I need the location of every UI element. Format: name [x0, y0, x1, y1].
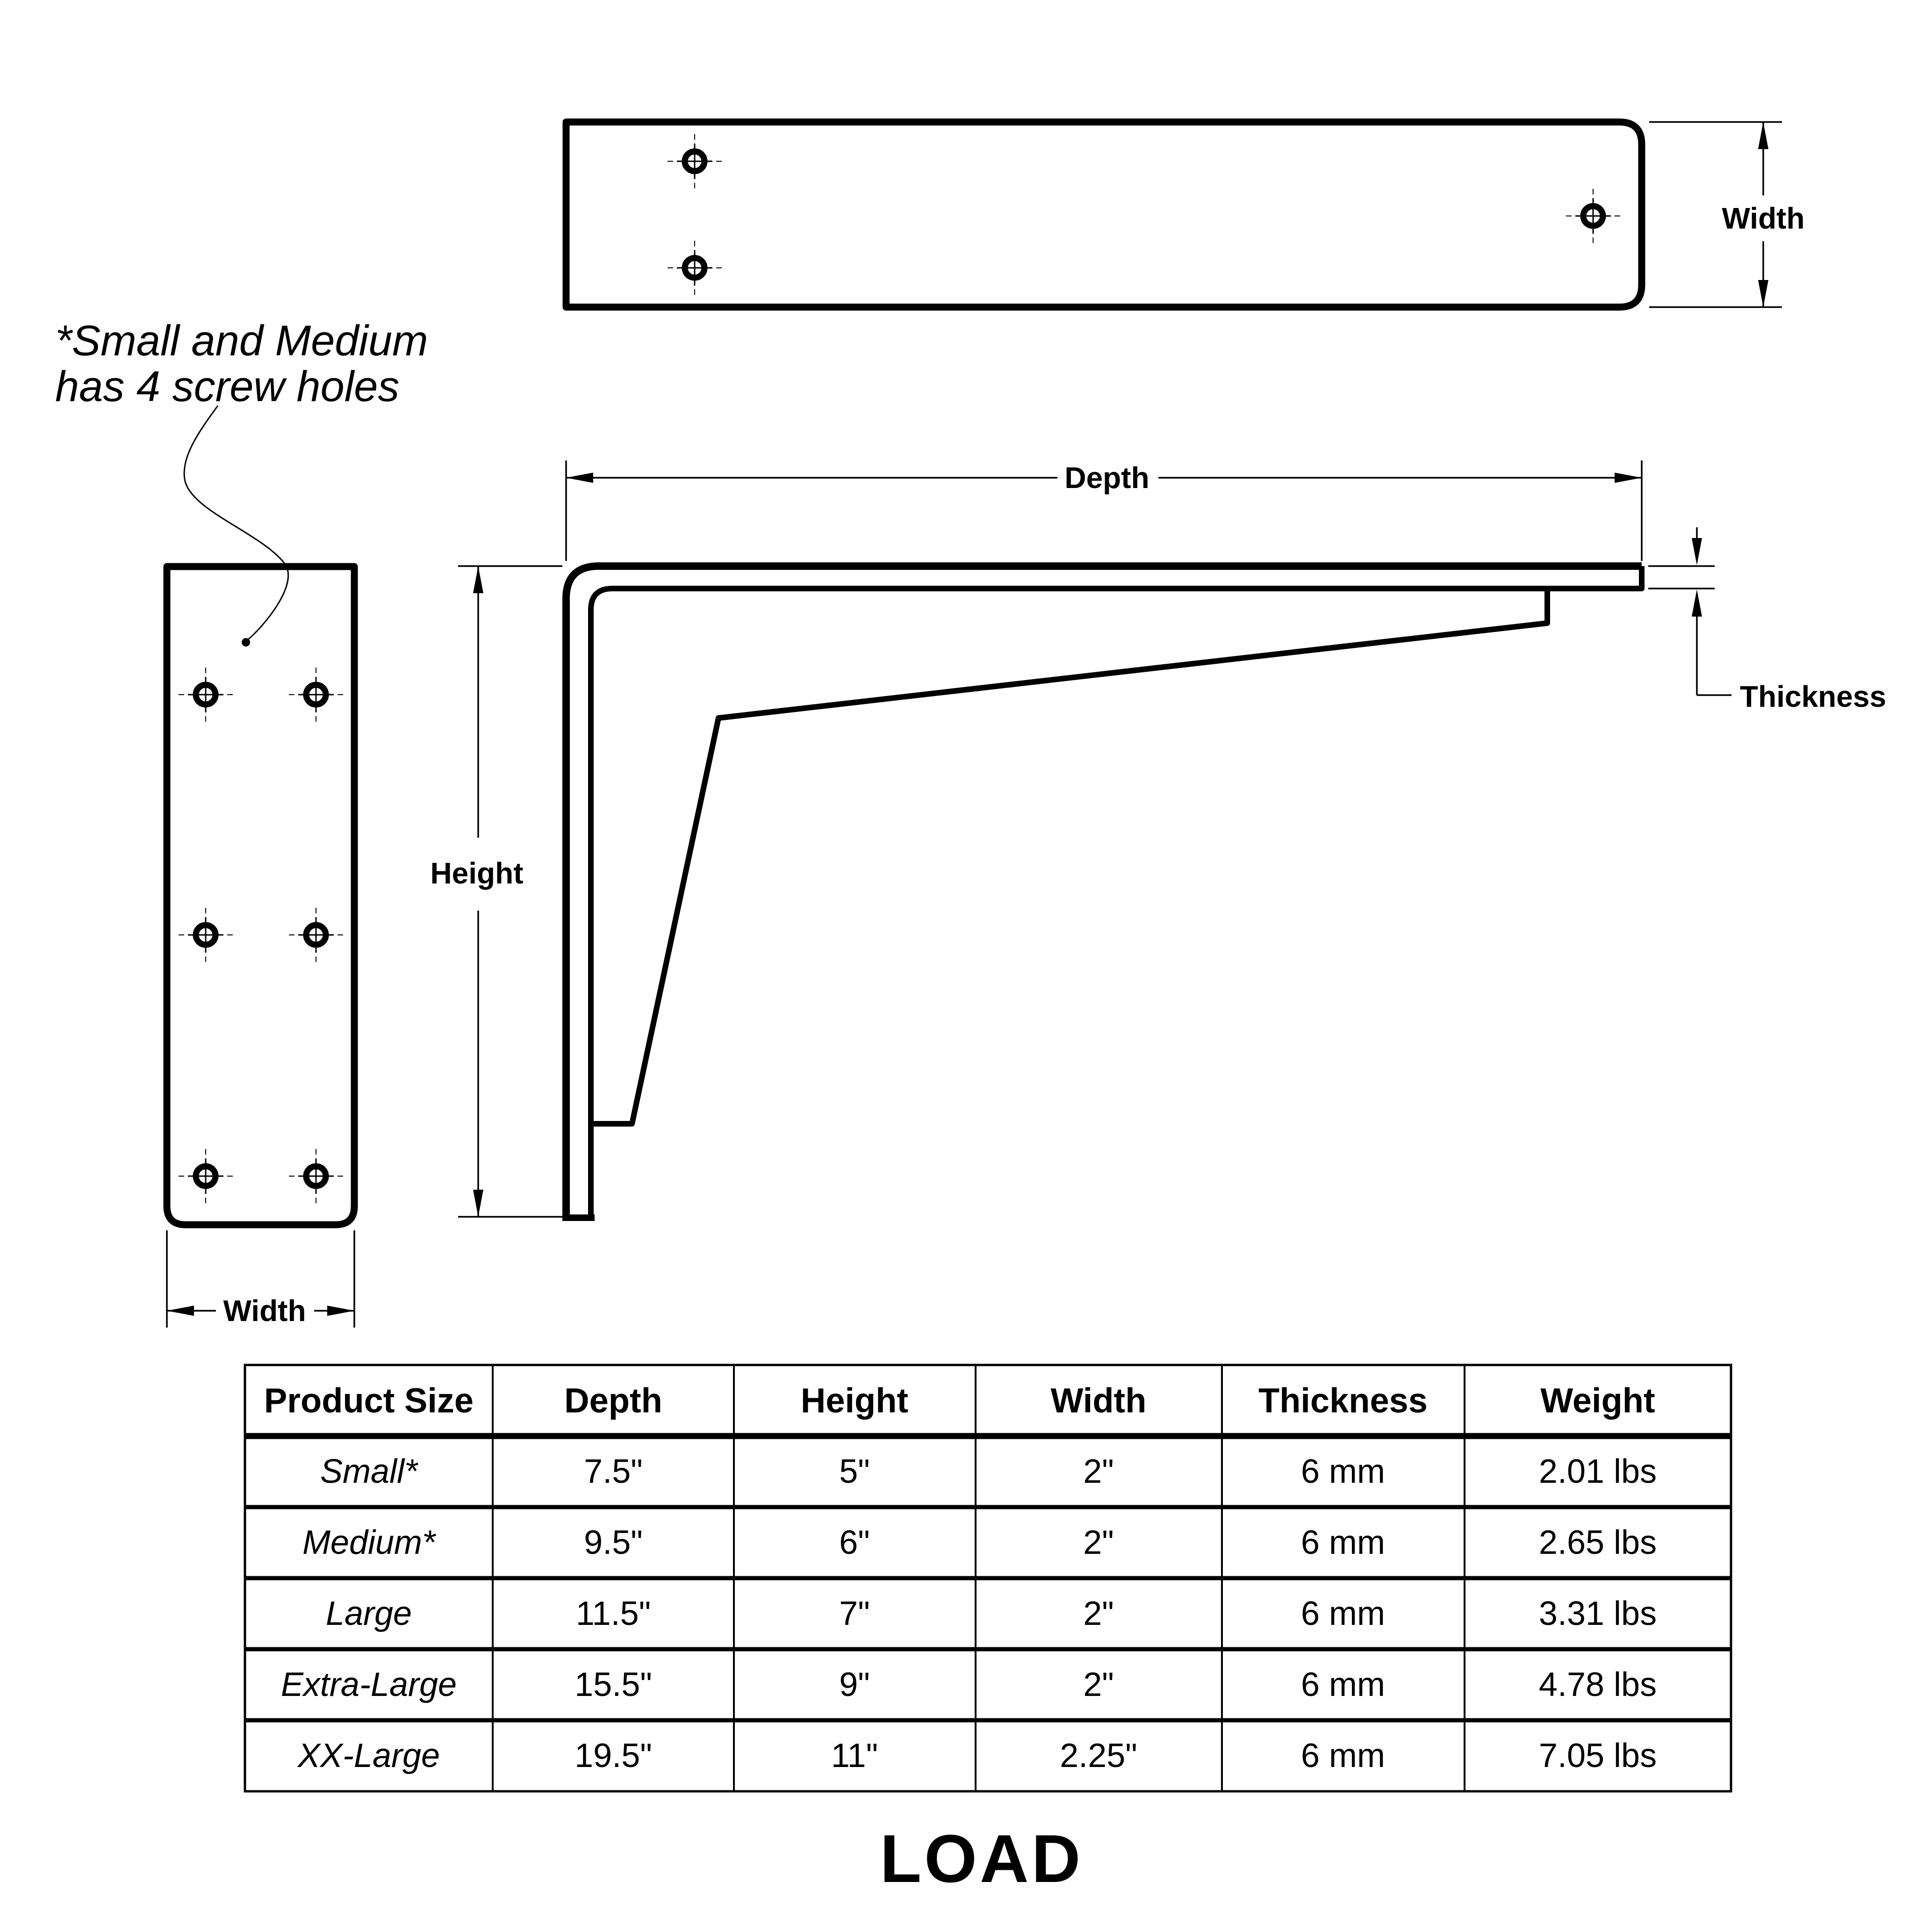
table-row: Medium* 9.5" 6" 2" 6 mm 2.65 lbs	[302, 1524, 1657, 1561]
plate-width-label: Width	[223, 1294, 306, 1328]
table-cell: 3.31 lbs	[1539, 1595, 1657, 1632]
table-cell: 6"	[839, 1524, 870, 1561]
table-row: Small* 7.5" 5" 2" 6 mm 2.01 lbs	[320, 1453, 1657, 1490]
note-line-2: has 4 screw holes	[55, 363, 399, 410]
thickness-label: Thickness	[1740, 680, 1886, 713]
table-header-cell: Weight	[1540, 1381, 1655, 1420]
table-cell-size: XX-Large	[297, 1737, 440, 1774]
table-cell: 7.05 lbs	[1539, 1737, 1657, 1774]
profile-side-view: Depth Height Thickness	[430, 460, 1886, 1221]
load-title: LOAD	[880, 1821, 1084, 1896]
table-cell: 15.5"	[575, 1666, 652, 1703]
note-line-1: *Small and Medium	[55, 317, 428, 365]
plate-outline	[163, 563, 358, 1228]
table-cell: 2.65 lbs	[1539, 1524, 1657, 1561]
spec-table: Product Size Depth Height Width Thicknes…	[244, 1364, 1732, 1793]
table-cell: 2"	[1083, 1666, 1114, 1703]
screw-hole	[1566, 189, 1620, 243]
table-cell: 9.5"	[584, 1524, 643, 1561]
table-cell: 6 mm	[1301, 1453, 1385, 1490]
screw-hole	[179, 1149, 233, 1203]
screw-hole-note: *Small and Medium has 4 screw holes	[55, 317, 428, 646]
table-cell: 2.01 lbs	[1539, 1453, 1657, 1490]
table-cell-size: Small*	[320, 1453, 418, 1490]
table-cell: 7.5"	[584, 1453, 643, 1490]
depth-dimension: Depth	[565, 460, 1643, 561]
table-cell: 11.5"	[576, 1595, 651, 1632]
table-cell: 6 mm	[1301, 1524, 1385, 1561]
table-cell-size: Medium*	[302, 1524, 436, 1561]
table-header-cell: Product Size	[264, 1381, 474, 1420]
plate-width-dimension: Width	[166, 1230, 355, 1328]
table-cell: 19.5"	[575, 1737, 652, 1774]
table-header-cell: Thickness	[1258, 1381, 1428, 1420]
table-cell: 2.25"	[1060, 1737, 1137, 1774]
table-cell: 2"	[1083, 1524, 1114, 1561]
table-cell: 6 mm	[1301, 1737, 1385, 1774]
table-cell: 9"	[839, 1666, 870, 1703]
height-label: Height	[430, 856, 523, 890]
screw-hole	[668, 241, 722, 295]
table-cell-size: Large	[326, 1595, 412, 1632]
table-cell: 6 mm	[1301, 1666, 1385, 1703]
screw-hole	[668, 134, 722, 188]
table-cell: 2"	[1083, 1453, 1114, 1490]
table-cell: 2"	[1083, 1595, 1114, 1632]
screw-hole	[179, 908, 233, 962]
top-view-width-dimension: Width	[1649, 121, 1805, 308]
table-cell: 6 mm	[1301, 1595, 1385, 1632]
table-header-cell: Height	[801, 1381, 908, 1420]
top-view-width-label: Width	[1722, 201, 1804, 235]
table-header-row: Product Size Depth Height Width Thicknes…	[264, 1381, 1655, 1420]
top-view: Width	[562, 118, 1805, 311]
table-cell: 5"	[839, 1453, 870, 1490]
screw-hole	[289, 668, 343, 722]
table-header-cell: Depth	[564, 1381, 662, 1420]
table-cell: 11"	[831, 1737, 878, 1774]
note-leader-line	[183, 405, 289, 641]
screw-hole	[289, 908, 343, 962]
bracket-outer-contour	[562, 562, 1642, 1218]
plate-front-view: Width	[163, 563, 358, 1328]
screw-hole	[289, 1149, 343, 1203]
depth-label: Depth	[1064, 461, 1149, 495]
table-cell-size: Extra-Large	[281, 1666, 457, 1703]
top-view-outline	[562, 118, 1645, 311]
table-header-cell: Width	[1051, 1381, 1147, 1420]
table-row: XX-Large 19.5" 11" 2.25" 6 mm 7.05 lbs	[297, 1737, 1657, 1774]
table-row: Extra-Large 15.5" 9" 2" 6 mm 4.78 lbs	[281, 1666, 1657, 1703]
screw-hole	[179, 668, 233, 722]
height-dimension: Height	[430, 565, 562, 1218]
thickness-dimension: Thickness	[1648, 527, 1886, 713]
table-cell: 7"	[839, 1595, 870, 1632]
table-cell: 4.78 lbs	[1539, 1666, 1657, 1703]
table-row: Large 11.5" 7" 2" 6 mm 3.31 lbs	[326, 1595, 1657, 1632]
bracket-gusset	[591, 589, 1550, 1127]
note-leader-dot	[242, 638, 250, 646]
bracket-inner-contour	[588, 566, 1645, 1218]
